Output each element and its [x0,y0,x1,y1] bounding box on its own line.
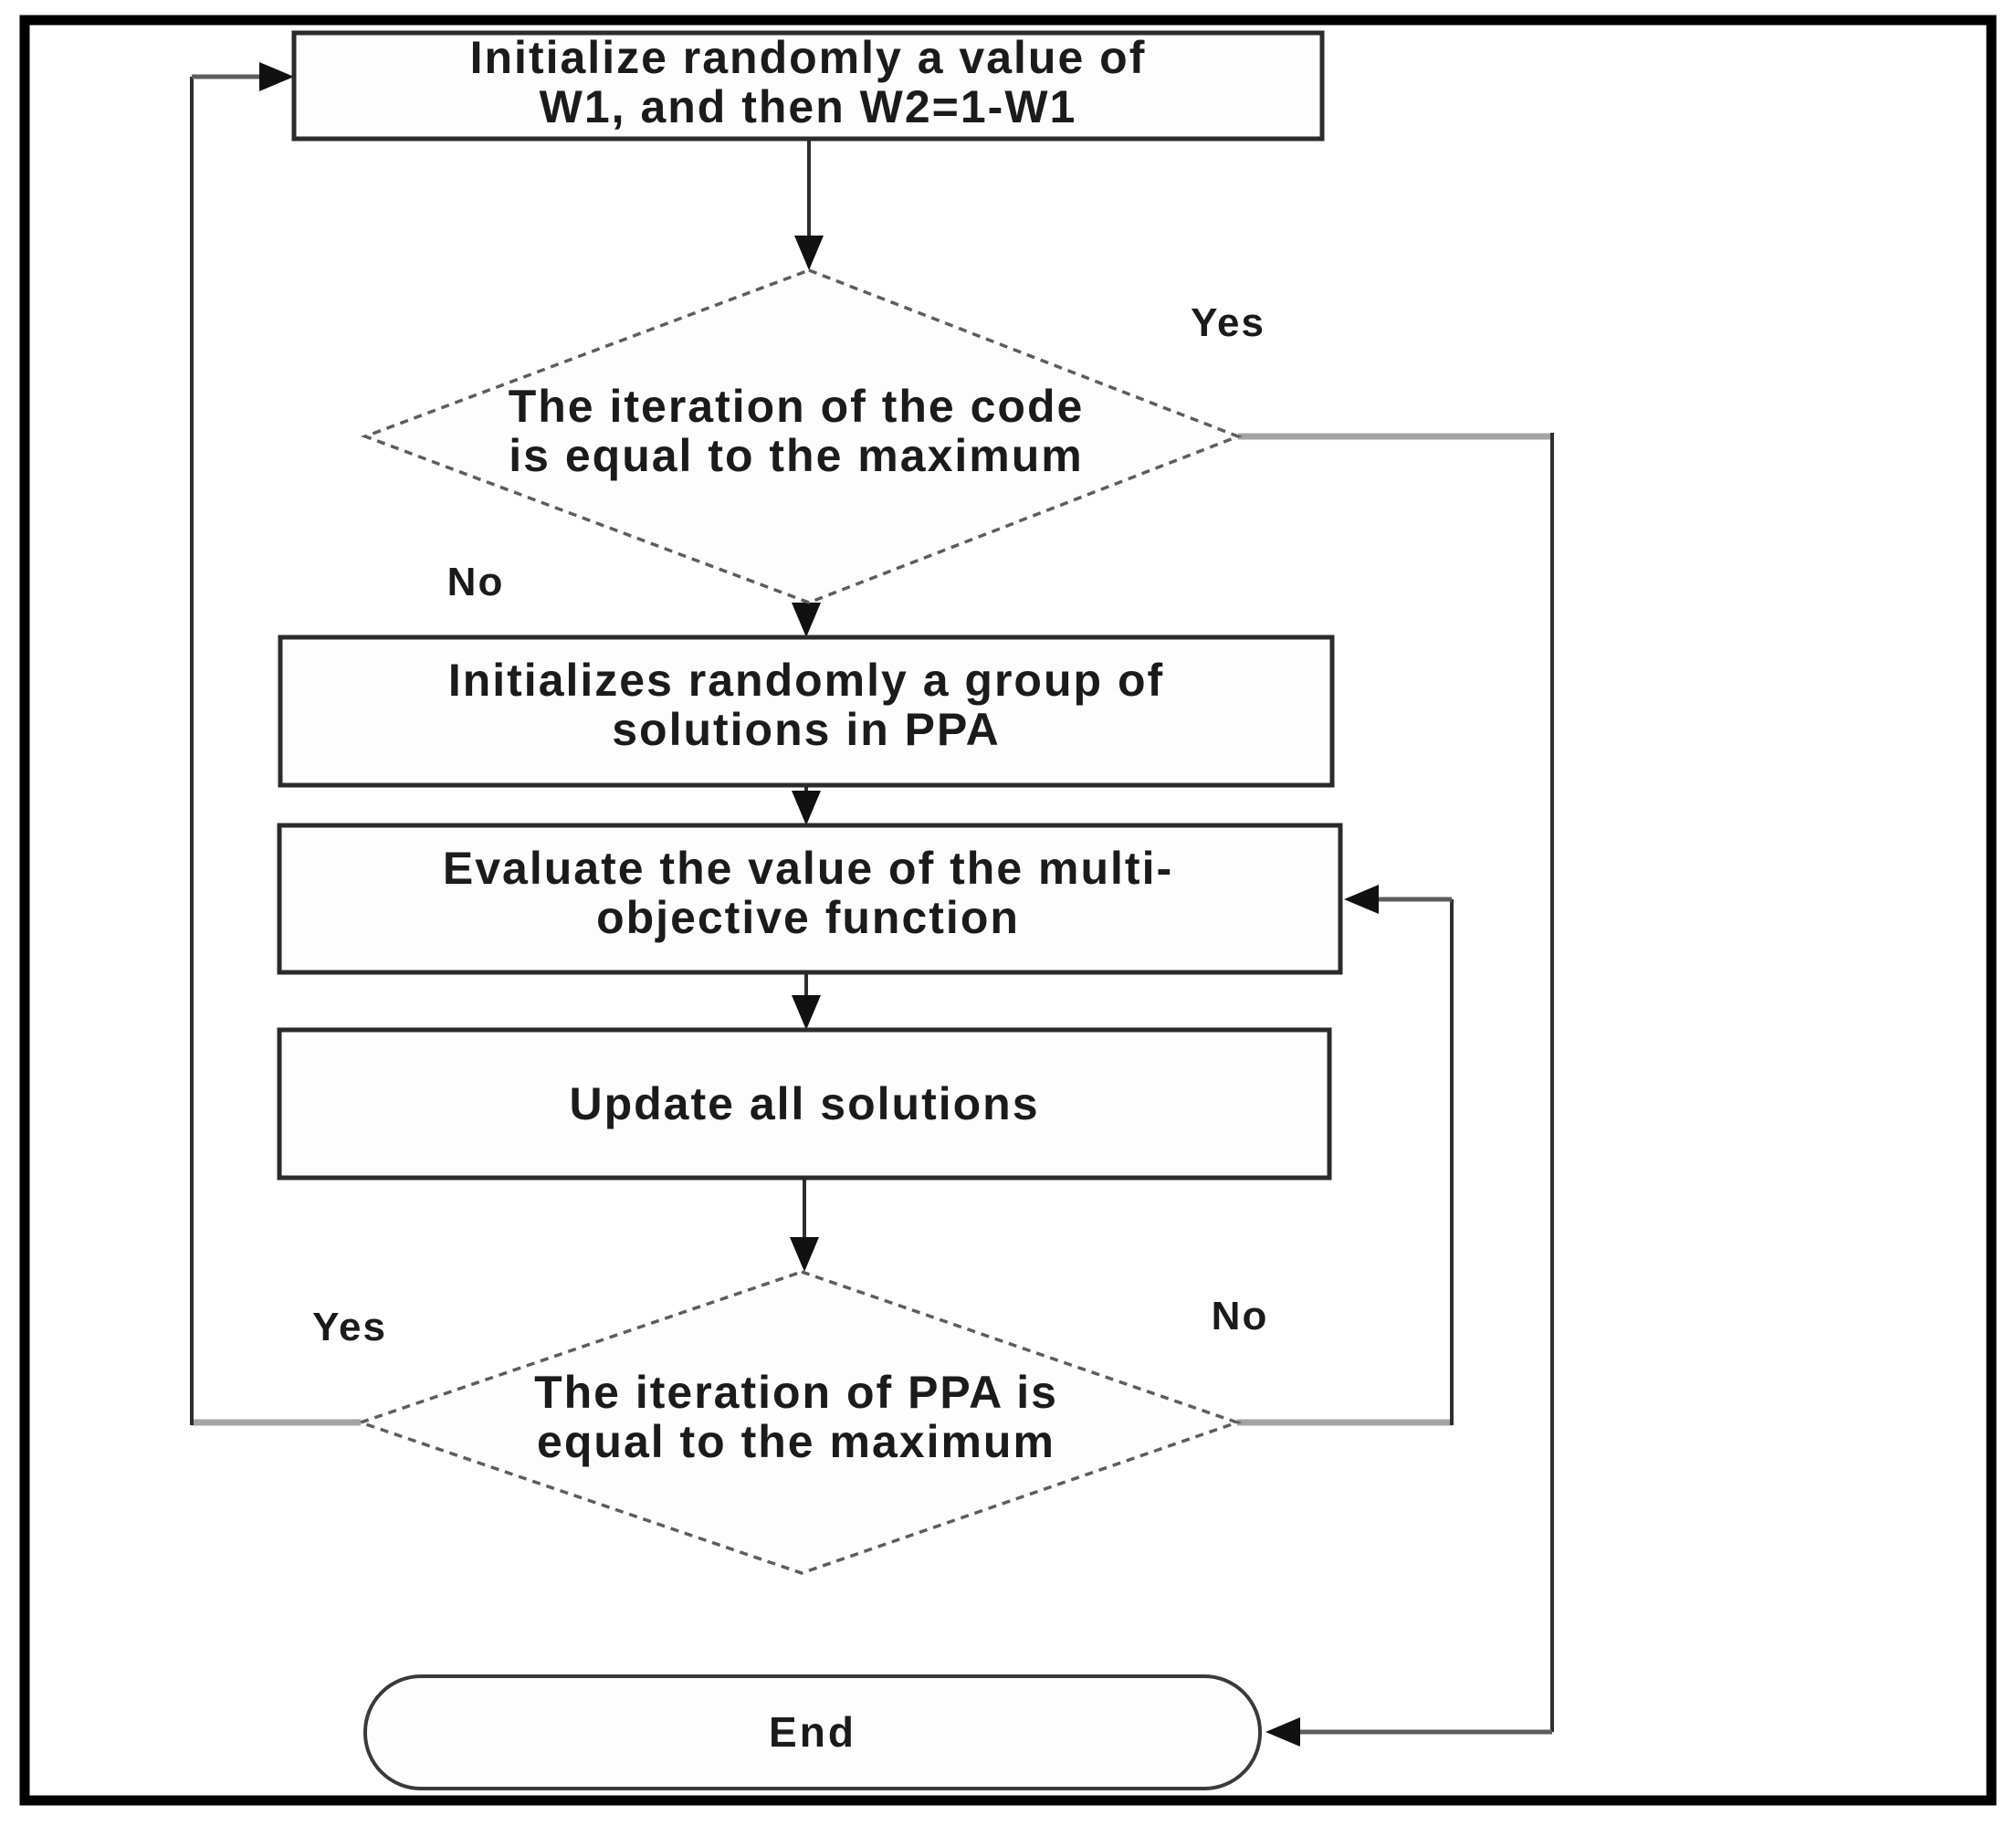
evaluate-text-line-1: Evaluate the value of the multi- [443,843,1173,894]
decision-ppa-text-line-1: The iteration of PPA is [534,1367,1058,1418]
decision-code-node [361,268,1243,604]
decision-ppa-text-line-2: equal to the maximum [537,1416,1055,1467]
start-node [291,30,1325,142]
end-node-text: End [769,1708,856,1756]
label-yes-decision-ppa: Yes [312,1305,387,1349]
arrowhead-into-init-ppa [792,603,821,637]
decision-code-text-line-1: The iteration of the code [509,381,1085,432]
init-ppa-text-line-1: Initializes randomly a group of [448,655,1164,706]
label-no-decision-code: No [447,560,505,604]
arrowhead-into-evaluate [792,791,821,825]
evaluate-node [277,823,1343,975]
decision-code-text-line-2: is equal to the maximum [509,430,1083,481]
arrowhead-into-update [792,995,821,1030]
start-node-text-line-2: W1, and then W2=1-W1 [540,81,1077,132]
init-ppa-node [278,635,1335,788]
evaluate-text-line-2: objective function [596,892,1020,943]
start-node-text-line-1: Initialize randomly a value of [470,32,1147,83]
label-yes-decision-code: Yes [1191,300,1265,345]
arrowhead-into-decision-code [794,236,824,270]
update-text-line-1: Update all solutions [569,1078,1039,1129]
arrowhead-no-into-evaluate [1344,885,1379,914]
arrowhead-into-end [1265,1717,1300,1747]
label-no-decision-ppa: No [1212,1294,1269,1338]
end-node [363,1674,1262,1790]
decision-ppa-node [355,1270,1243,1575]
figure-border [19,15,1997,1806]
arrowhead-into-start [259,62,294,91]
update-node [277,1027,1332,1181]
arrowhead-into-decision-ppa [790,1237,819,1272]
init-ppa-text-line-2: solutions in PPA [612,704,1001,755]
